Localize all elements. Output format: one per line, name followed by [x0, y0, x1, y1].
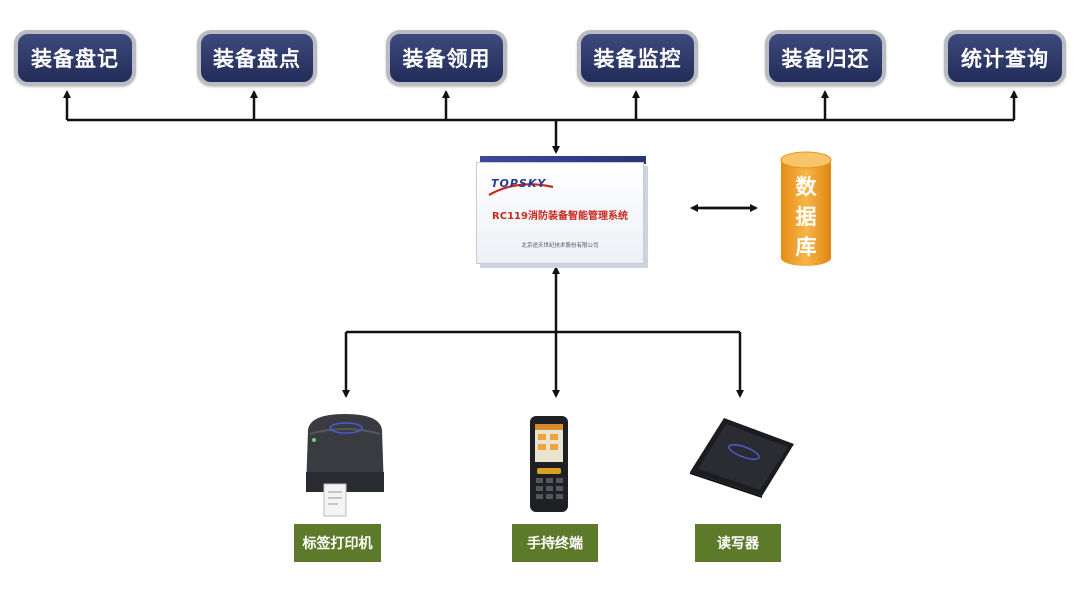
module-equipment-return-button[interactable]: 装备归还 [765, 30, 886, 86]
rfid-reader-icon [686, 414, 798, 502]
module-equipment-requisition-button[interactable]: 装备领用 [386, 30, 507, 86]
module-equipment-register-button[interactable]: 装备盘记 [14, 30, 136, 86]
module-statistics-query-button[interactable]: 统计查询 [944, 30, 1066, 86]
database-label-char: 数 [795, 175, 817, 199]
module-label: 统计查询 [961, 47, 1049, 71]
brand-logo-text: TOPSKY [491, 177, 547, 190]
brand-swoosh-icon [488, 183, 554, 196]
module-label: 装备盘记 [31, 47, 119, 71]
handheld-terminal-icon [524, 414, 574, 518]
device-label-text: 手持终端 [527, 536, 583, 552]
label-printer-icon [300, 410, 390, 524]
device-label-handheld-terminal: 手持终端 [512, 524, 598, 562]
module-label: 装备盘点 [213, 47, 301, 71]
database-label: 数 据 库 [779, 172, 833, 262]
module-equipment-monitoring-button[interactable]: 装备监控 [577, 30, 698, 86]
database-icon [780, 151, 832, 266]
module-label: 装备监控 [593, 47, 682, 71]
system-box-front: TOPSKY RC119消防装备智能管理系统 北京途天世纪技术股份有限公司 [476, 162, 644, 264]
module-label: 装备领用 [402, 47, 491, 71]
device-label-text: 读写器 [717, 536, 759, 552]
module-equipment-inventory-button[interactable]: 装备盘点 [197, 30, 317, 86]
database-cylinder: 数 据 库 [779, 150, 833, 268]
device-label-label-printer: 标签打印机 [294, 524, 381, 562]
device-label-text: 标签打印机 [302, 536, 373, 552]
device-label-rfid-reader: 读写器 [695, 524, 781, 562]
database-label-char: 库 [795, 235, 817, 259]
database-label-char: 据 [795, 205, 817, 229]
company-name: 北京途天世纪技术股份有限公司 [521, 243, 599, 249]
module-label: 装备归还 [781, 47, 870, 71]
system-box-top-band [480, 156, 646, 164]
system-title: RC119消防装备智能管理系统 [492, 211, 628, 222]
management-system-box: TOPSKY RC119消防装备智能管理系统 北京途天世纪技术股份有限公司 [476, 156, 648, 264]
